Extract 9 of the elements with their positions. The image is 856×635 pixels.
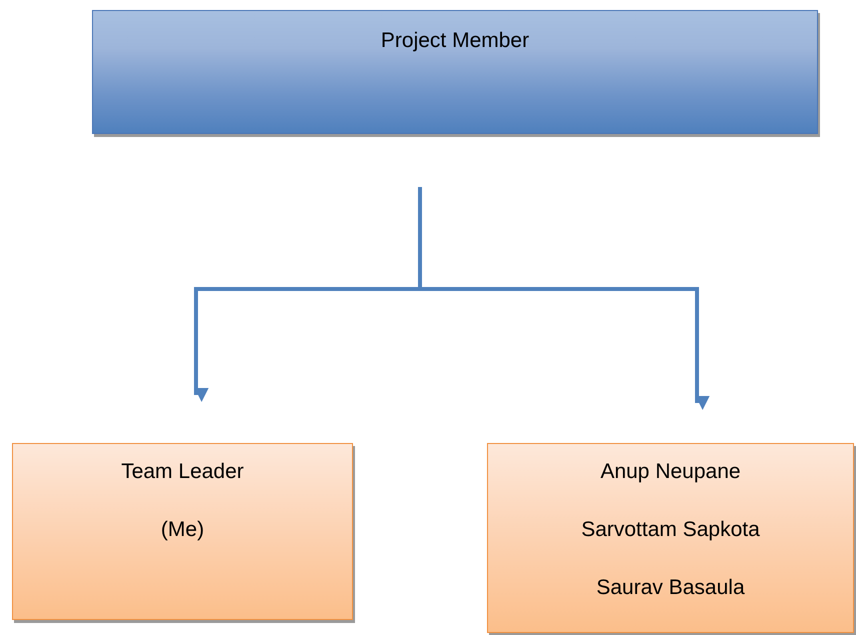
box-title: Project Member [380, 29, 530, 54]
box-text: Saurav Basaula [596, 576, 745, 600]
box-text: Anup Neupane [600, 460, 741, 484]
member-box [487, 443, 854, 633]
box-text: (Me) [160, 518, 204, 542]
header-box [92, 10, 818, 134]
member-box [12, 443, 353, 620]
box-text: Sarvottam Sapkota [581, 518, 760, 542]
box-text: Team Leader [121, 460, 244, 484]
